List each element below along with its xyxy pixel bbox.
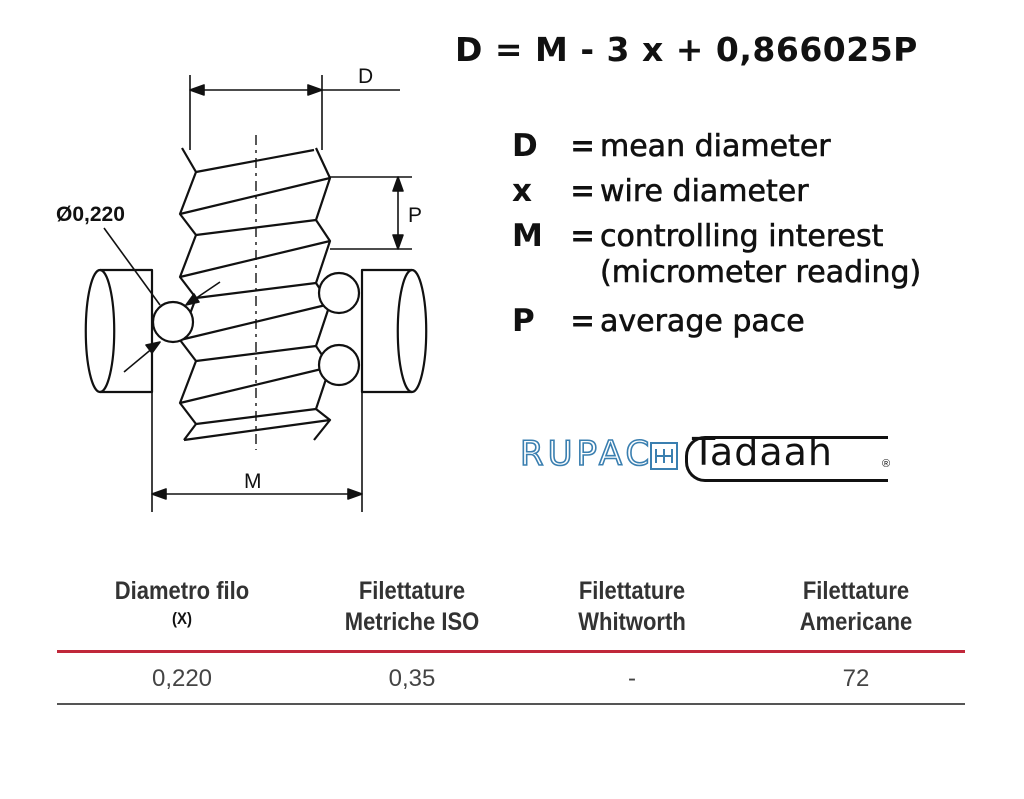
cell-american: 72 [842,665,870,692]
legend-symbol: x [512,173,532,209]
rupac-logo: RUPAC [519,433,654,475]
wire-left [151,300,195,344]
registered-mark: ® [882,458,891,470]
dimension-p [330,176,412,250]
formula: D = M - 3 x + 0,866025P [455,30,918,69]
dimension-d [189,75,400,150]
header-whitworth: Filettature Whitworth [531,572,733,652]
legend-definition: wire diameter [600,174,809,210]
cell-metric-iso: 0,35 [388,665,436,692]
rupac-mark-icon [650,442,678,470]
cell-whitworth: - [628,665,636,692]
header-line: Diametro filo [114,577,250,605]
legend-symbol: P [512,303,535,339]
right-anvil [360,268,428,394]
label-d: D [358,65,373,88]
legend-definition: mean diameter [600,129,831,165]
legend-symbol: D [512,128,538,164]
legend-row-x: x = wire diameter [512,173,921,218]
table-header-row: Diametro filo (X) Filettature Metriche I… [57,572,965,652]
wire-spec-table: Diametro filo (X) Filettature Metriche I… [57,572,965,705]
wire-right-bottom [317,343,361,387]
header-metric-iso: Filettature Metriche ISO [320,572,505,652]
brand-logos: RUPAC Tadaah ® [519,430,900,482]
legend-definition: average pace [600,304,805,340]
left-anvil [84,268,154,394]
label-m: M [244,470,262,493]
legend-definition: controlling interest [600,219,884,255]
legend-symbol: M [512,218,543,254]
thread-crests [179,148,331,442]
legend-row-m: M = controlling interest [512,218,921,263]
header-wire-diameter: Diametro filo (X) [72,572,292,652]
header-line: Filettature [802,577,910,605]
header-line-2: Whitworth [578,608,686,636]
thread-measurement-diagram: D P M Ø0,220 [56,65,428,512]
header-subline: (X) [172,609,192,628]
cell-wire-diameter: 0,220 [151,665,213,692]
tadaah-logo: Tadaah [692,430,833,474]
dimension-m [151,392,363,512]
legend-equals: = [570,129,596,164]
legend-equals: = [570,174,596,209]
header-line-2: Metriche ISO [344,608,480,636]
wire-right-top [317,271,361,315]
legend-equals: = [570,219,596,254]
legend: D = mean diameter x = wire diameter M = … [512,128,922,348]
table-row: 0,220 0,35 - 72 [57,652,965,704]
header-line-2: Americane [799,608,913,636]
tadaah-logo-frame [685,436,888,482]
label-p: P [408,204,422,227]
header-american: Filettature Americane [760,572,952,652]
wire-diameter-label: Ø0,220 [56,203,125,226]
legend-row-p: P = average pace [512,303,921,348]
header-line: Filettature [578,577,686,605]
wire-diameter-leader [103,227,221,373]
legend-continuation: (micrometer reading) [600,255,922,291]
header-line: Filettature [358,577,466,605]
legend-row-d: D = mean diameter [512,128,921,173]
legend-equals: = [570,304,596,339]
